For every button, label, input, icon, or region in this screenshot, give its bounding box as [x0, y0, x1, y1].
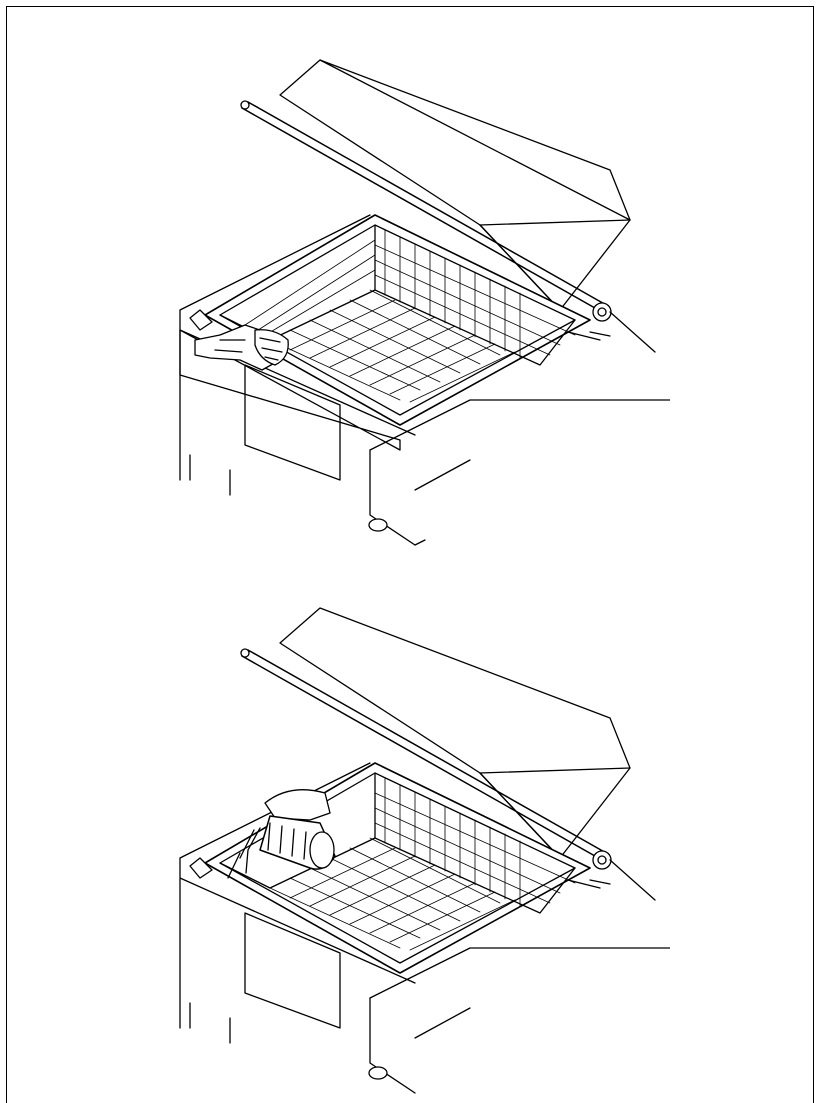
- machine-lid: [280, 608, 630, 858]
- hinge-rod: [241, 649, 655, 900]
- illustration-frame: [6, 6, 814, 1103]
- machine-lid: [280, 60, 630, 310]
- hand-with-cloth-icon: [195, 325, 288, 370]
- hinge-rod: [241, 101, 655, 352]
- spray-bottle-icon: [228, 790, 335, 878]
- figure-wipe-chamber: [150, 40, 670, 560]
- figure-spray-chamber: [150, 588, 670, 1097]
